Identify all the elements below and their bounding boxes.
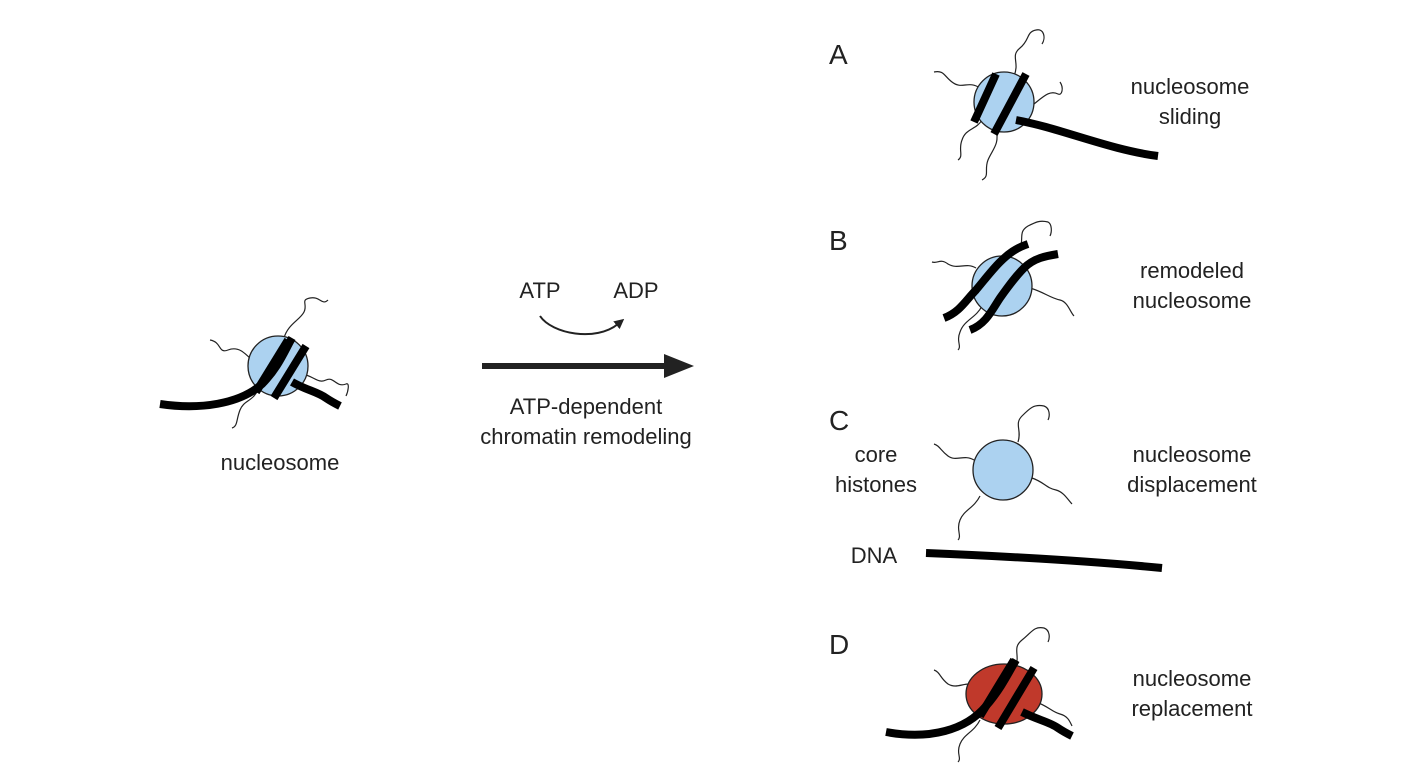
panel-d-replacement: D nucleosome replacement bbox=[829, 627, 1253, 763]
panel-b-label-line2: nucleosome bbox=[1133, 288, 1252, 313]
panel-c-label-line2: displacement bbox=[1127, 472, 1257, 497]
histone-tail bbox=[981, 129, 998, 181]
panel-letter-c: C bbox=[829, 405, 849, 436]
panel-a-label-line1: nucleosome bbox=[1131, 74, 1250, 99]
dna-strand bbox=[290, 378, 342, 410]
dna-strand bbox=[1020, 708, 1074, 740]
panel-d-label-line1: nucleosome bbox=[1133, 666, 1252, 691]
histone-tail bbox=[301, 373, 349, 397]
panel-c-label-line1: nucleosome bbox=[1133, 442, 1252, 467]
histone-tail bbox=[209, 339, 255, 363]
histone-tail bbox=[1031, 477, 1073, 505]
panel-letter-b: B bbox=[829, 225, 848, 256]
dna-wrap-segment bbox=[994, 665, 1038, 731]
histone-tail bbox=[1019, 220, 1052, 251]
nucleosome-label: nucleosome bbox=[221, 450, 340, 475]
panel-letter-a: A bbox=[829, 39, 848, 70]
core-histone-octamer bbox=[972, 439, 1034, 501]
atp-to-adp-curved-arrow bbox=[539, 315, 625, 336]
remodeling-reaction: ATP ADP ATP-dependent chromatin remodeli… bbox=[480, 278, 694, 449]
core-histones-label-line1: core bbox=[855, 442, 898, 467]
histone-tail bbox=[1015, 627, 1050, 669]
core-histones-label-line2: histones bbox=[835, 472, 917, 497]
panel-d-label-line2: replacement bbox=[1131, 696, 1252, 721]
dna-wrap-segment bbox=[970, 72, 1000, 124]
histone-tail bbox=[931, 260, 977, 269]
dna-wrap-segment bbox=[252, 337, 292, 395]
dna-strand bbox=[942, 240, 1030, 322]
histone-tail bbox=[957, 119, 983, 161]
adp-label: ADP bbox=[613, 278, 658, 303]
panel-a-label-line2: sliding bbox=[1159, 104, 1221, 129]
panel-a-sliding: A nucleosome sliding bbox=[829, 29, 1250, 181]
histone-tail bbox=[231, 389, 259, 429]
histone-tail bbox=[1029, 287, 1075, 317]
reaction-arrow-head bbox=[664, 354, 694, 378]
histone-tail bbox=[957, 719, 981, 763]
panel-letter-d: D bbox=[829, 629, 849, 660]
dna-wrap-segment bbox=[990, 72, 1030, 136]
initial-nucleosome: nucleosome bbox=[159, 297, 349, 475]
dna-label: DNA bbox=[851, 543, 898, 568]
panel-c-displacement: C core histones DNA nucleosome displacem… bbox=[829, 404, 1257, 572]
histone-tail bbox=[957, 305, 983, 351]
histone-tail bbox=[1033, 81, 1063, 105]
histone-tail bbox=[933, 71, 981, 89]
dna-strand bbox=[925, 549, 1163, 572]
reaction-label-line2: chromatin remodeling bbox=[480, 424, 692, 449]
histone-tail bbox=[1017, 404, 1050, 443]
dna-strand bbox=[968, 250, 1059, 334]
dna-strand bbox=[1015, 116, 1159, 160]
atp-label: ATP bbox=[519, 278, 560, 303]
dna-wrap-segment bbox=[976, 657, 1018, 719]
histone-tail bbox=[933, 443, 975, 461]
dna-wrap-segment bbox=[270, 343, 310, 401]
panel-b-label-line1: remodeled bbox=[1140, 258, 1244, 283]
histone-tail bbox=[1013, 29, 1045, 77]
panel-b-remodeled: B remodeled nucleosome bbox=[829, 220, 1252, 351]
histone-tail bbox=[283, 297, 329, 339]
histone-tail bbox=[957, 495, 981, 541]
reaction-label-line1: ATP-dependent bbox=[510, 394, 662, 419]
histone-tail bbox=[1035, 701, 1073, 727]
